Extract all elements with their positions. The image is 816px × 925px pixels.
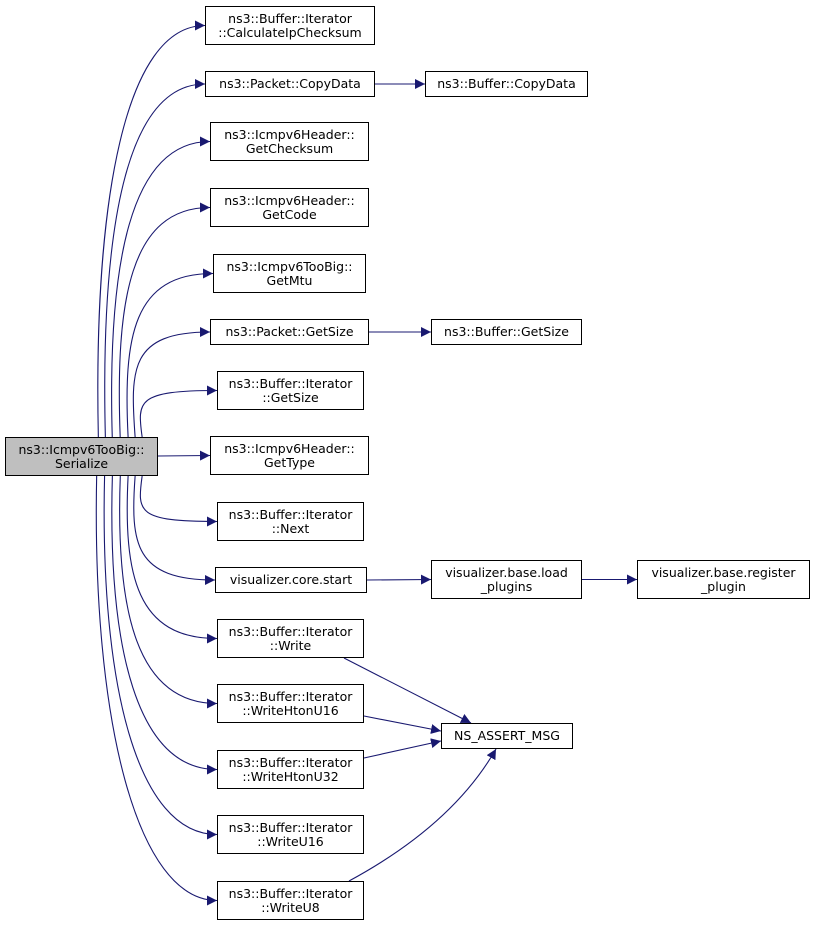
node-label-line: ns3::Buffer::Iterator	[228, 375, 353, 391]
node-label-line: ns3::Packet::GetSize	[225, 324, 354, 339]
node-ns-assert-msg[interactable]: NS_ASSERT_MSG	[441, 723, 573, 749]
node-label-line: ns3::Buffer::Iterator	[228, 10, 352, 26]
node-buffer-copydata[interactable]: ns3::Buffer::CopyData	[425, 71, 588, 97]
node-label-line: ns3::Buffer::CopyData	[437, 76, 576, 91]
node-label-line: GetType	[264, 454, 315, 470]
node-label-line: ns3::Icmpv6Header::	[224, 126, 355, 142]
edge-iter-writehtonu16-to-ns-assert-msg	[363, 715, 442, 734]
node-label-line: Serialize	[54, 455, 109, 471]
edge-root-to-iter-write	[126, 475, 218, 644]
node-label-line: GetChecksum	[245, 140, 334, 156]
node-root[interactable]: ns3::Icmpv6TooBig::Serialize	[5, 437, 158, 476]
node-label-line: ::Write	[269, 637, 312, 653]
node-iter-writehtonu16[interactable]: ns3::Buffer::Iterator::WriteHtonU16	[217, 684, 364, 723]
node-label-line: ::GetSize	[262, 389, 319, 405]
node-get-checksum[interactable]: ns3::Icmpv6Header::GetChecksum	[210, 122, 369, 161]
node-packet-getsize[interactable]: ns3::Packet::GetSize	[210, 319, 369, 345]
node-get-type[interactable]: ns3::Icmpv6Header::GetType	[210, 436, 369, 475]
node-get-mtu[interactable]: ns3::Icmpv6TooBig::GetMtu	[213, 254, 366, 293]
node-label-line: ns3::Icmpv6Header::	[224, 440, 355, 456]
node-label-line: ns3::Buffer::Iterator	[228, 754, 353, 770]
edge-root-to-get-type	[157, 450, 211, 461]
node-label-line: ::Next	[271, 520, 310, 536]
edge-root-to-packet-getsize	[132, 327, 211, 438]
node-label-line: GetMtu	[266, 272, 313, 288]
node-iter-next[interactable]: ns3::Buffer::Iterator::Next	[217, 502, 364, 541]
node-label-line: ns3::Packet::CopyData	[219, 76, 361, 91]
edge-root-to-get-code	[118, 202, 211, 438]
node-calc-ip-checksum[interactable]: ns3::Buffer::Iterator::CalculateIpChecks…	[205, 6, 375, 45]
edge-root-to-get-mtu	[126, 268, 214, 438]
edge-root-to-iter-getsize	[139, 385, 218, 438]
edge-root-to-packet-copydata	[104, 79, 206, 438]
node-label-line: _plugins	[480, 578, 533, 594]
node-iter-writeu16[interactable]: ns3::Buffer::Iterator::WriteU16	[217, 815, 364, 854]
node-label-line: ns3::Icmpv6TooBig::	[18, 441, 145, 457]
node-label-line: ns3::Buffer::Iterator	[228, 506, 353, 522]
node-iter-writehtonu32[interactable]: ns3::Buffer::Iterator::WriteHtonU32	[217, 750, 364, 789]
node-label-line: visualizer.base.load	[445, 564, 568, 580]
node-viz-register-plugin[interactable]: visualizer.base.register_plugin	[637, 560, 810, 599]
edge-root-to-iter-writehtonu32	[111, 475, 218, 775]
node-iter-writeu8[interactable]: ns3::Buffer::Iterator::WriteU8	[217, 881, 364, 920]
node-label-line: ns3::Buffer::Iterator	[228, 885, 353, 901]
node-label-line: ::WriteU8	[261, 899, 320, 915]
node-label-line: ns3::Buffer::Iterator	[228, 623, 353, 639]
edge-iter-writeu8-to-ns-assert-msg	[348, 748, 497, 882]
edge-iter-write-to-ns-assert-msg	[343, 657, 472, 724]
edge-root-to-get-checksum	[111, 136, 211, 438]
node-label-line: ns3::Buffer::GetSize	[444, 324, 569, 339]
edge-root-to-viz-core-start	[133, 475, 216, 585]
node-label-line: ::WriteHtonU16	[242, 702, 339, 718]
node-viz-core-start[interactable]: visualizer.core.start	[215, 567, 367, 593]
edge-root-to-iter-next	[139, 475, 218, 527]
node-label-line: visualizer.core.start	[229, 572, 353, 587]
node-label-line: ::WriteHtonU32	[242, 768, 339, 784]
edge-viz-core-start-to-viz-load-plugins	[366, 574, 432, 585]
node-label-line: ns3::Icmpv6TooBig::	[226, 258, 353, 274]
node-buffer-getsize[interactable]: ns3::Buffer::GetSize	[431, 319, 582, 345]
node-label-line: visualizer.base.register	[651, 564, 796, 580]
edge-root-to-calc-ip-checksum	[97, 20, 206, 438]
node-viz-load-plugins[interactable]: visualizer.base.load_plugins	[431, 560, 582, 599]
node-label-line: ns3::Icmpv6Header::	[224, 192, 355, 208]
node-label-line: GetCode	[262, 206, 317, 222]
node-get-code[interactable]: ns3::Icmpv6Header::GetCode	[210, 188, 369, 227]
node-iter-write[interactable]: ns3::Buffer::Iterator::Write	[217, 619, 364, 658]
edge-iter-writehtonu32-to-ns-assert-msg	[363, 738, 442, 759]
edge-root-to-iter-writehtonu16	[119, 475, 218, 709]
node-label-line: ns3::Buffer::Iterator	[228, 688, 353, 704]
node-label-line: NS_ASSERT_MSG	[454, 728, 560, 743]
node-packet-copydata[interactable]: ns3::Packet::CopyData	[205, 71, 375, 97]
node-label-line: ns3::Buffer::Iterator	[228, 819, 353, 835]
edge-root-to-iter-writeu16	[103, 475, 218, 840]
node-label-line: _plugin	[701, 578, 746, 594]
edge-root-to-iter-writeu8	[95, 475, 218, 906]
node-label-line: ::WriteU16	[257, 833, 324, 849]
node-label-line: ::CalculateIpChecksum	[218, 24, 362, 40]
node-iter-getsize[interactable]: ns3::Buffer::Iterator::GetSize	[217, 371, 364, 410]
